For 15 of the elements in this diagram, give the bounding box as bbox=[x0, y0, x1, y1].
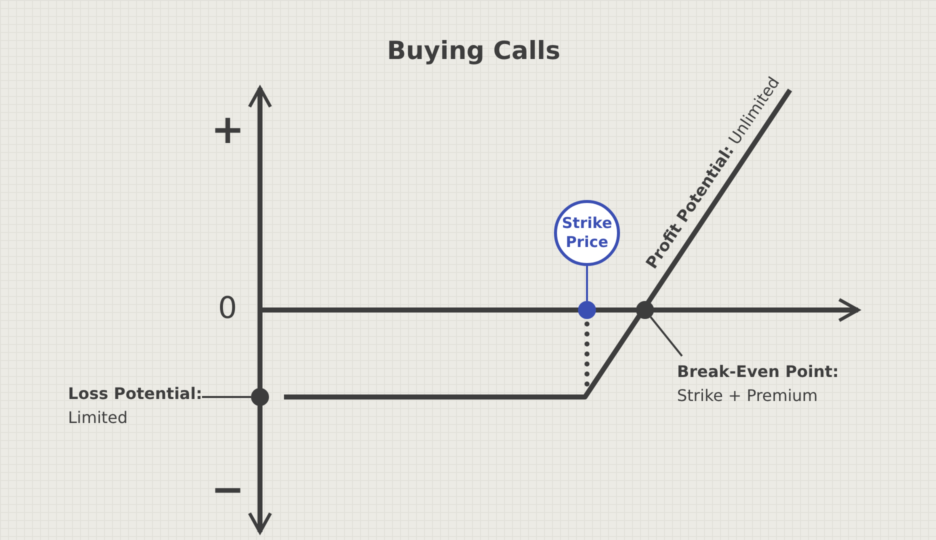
point-marker bbox=[578, 301, 596, 319]
callout-text: Strike + Premium bbox=[677, 385, 818, 407]
callout-heading: Break-Even Point: bbox=[677, 361, 839, 383]
axis-sign: − bbox=[211, 468, 245, 512]
title: Buying Calls bbox=[387, 36, 560, 65]
point-marker bbox=[251, 388, 269, 406]
callout-bubble: Strike Price bbox=[554, 200, 620, 266]
callout-text: Limited bbox=[68, 407, 128, 429]
axis-label: 0 bbox=[218, 292, 238, 326]
leader-line bbox=[650, 316, 683, 357]
leader-line bbox=[202, 396, 251, 398]
point-marker bbox=[636, 301, 654, 319]
leader-line bbox=[586, 266, 588, 301]
axis-sign: + bbox=[211, 108, 245, 152]
callout-heading: Loss Potential: bbox=[68, 383, 202, 405]
